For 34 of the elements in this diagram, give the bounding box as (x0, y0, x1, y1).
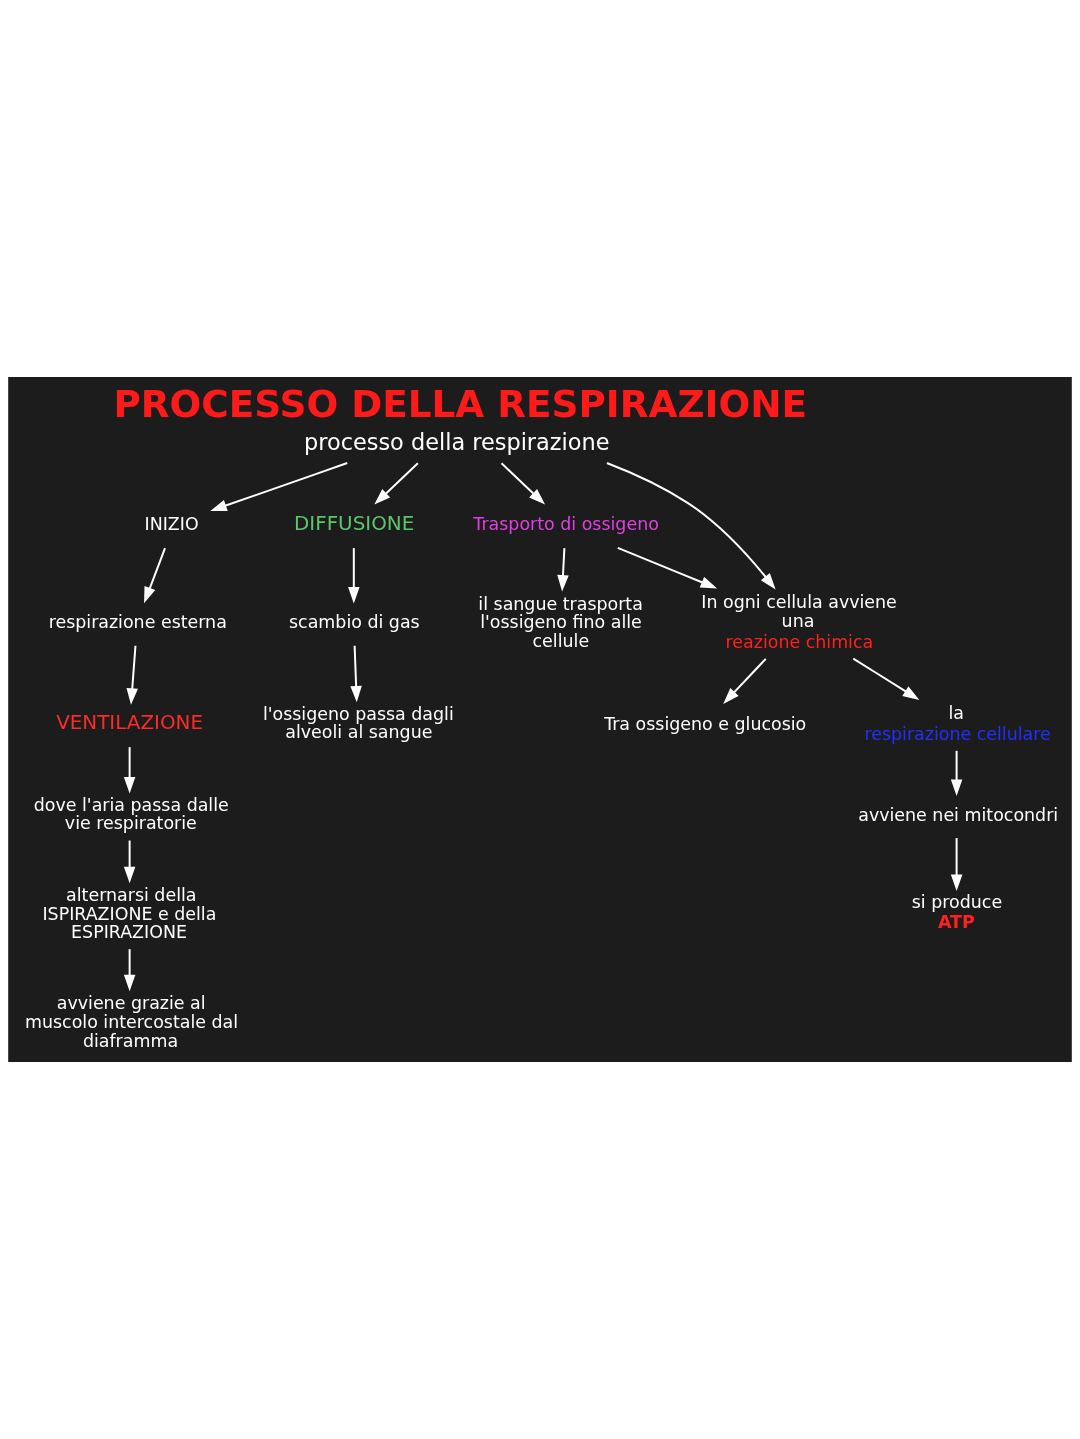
node-text: VENTILAZIONE (56, 711, 204, 735)
node-text: alternarsi della ISPIRAZIONE e della ESPIRAZIONE (42, 884, 217, 943)
node-text: avviene nei mitocondri (858, 804, 1059, 825)
node-text: INIZIO (144, 514, 199, 535)
node-text: Trasporto di ossigeno (473, 514, 659, 535)
arrow (950, 837, 963, 892)
node-text: DIFFUSIONE (294, 511, 415, 535)
arrow (348, 547, 360, 604)
node-text: In ogni cellula avviene una reazione chimica (701, 592, 897, 653)
node-text: respirazione esterna (48, 612, 227, 633)
arrow (500, 462, 546, 505)
node-text: la respirazione cellulare (864, 702, 1051, 744)
arrow (210, 462, 349, 511)
node-text: dove l'aria passa dalle vie respiratorie (33, 794, 229, 834)
arrow (123, 948, 136, 992)
arrow (350, 644, 362, 703)
arrow (852, 657, 920, 700)
arrow (126, 644, 138, 705)
node-text: avviene grazie al muscolo intercostale dal diaframma (25, 993, 239, 1051)
arrow (605, 461, 776, 590)
node-text: l'ossigeno passa dagli alveoli al sangue (262, 703, 454, 743)
arrow (950, 749, 963, 796)
arrow (123, 839, 136, 884)
node-text: PROCESSO DELLA RESPIRAZIONE processo della respirazione (113, 382, 807, 456)
arrow (144, 547, 166, 604)
node-text: il sangue trasporta l'ossigeno fino alle cellule (478, 593, 643, 651)
node-text: Tra ossigeno e glucosio (604, 713, 807, 734)
node-text: scambio di gas (289, 612, 420, 633)
arrow (616, 546, 718, 589)
node-text: si produce ATP (911, 892, 1003, 933)
arrow (723, 657, 767, 704)
arrow (557, 547, 569, 592)
arrow (374, 462, 419, 505)
arrow (123, 746, 136, 794)
